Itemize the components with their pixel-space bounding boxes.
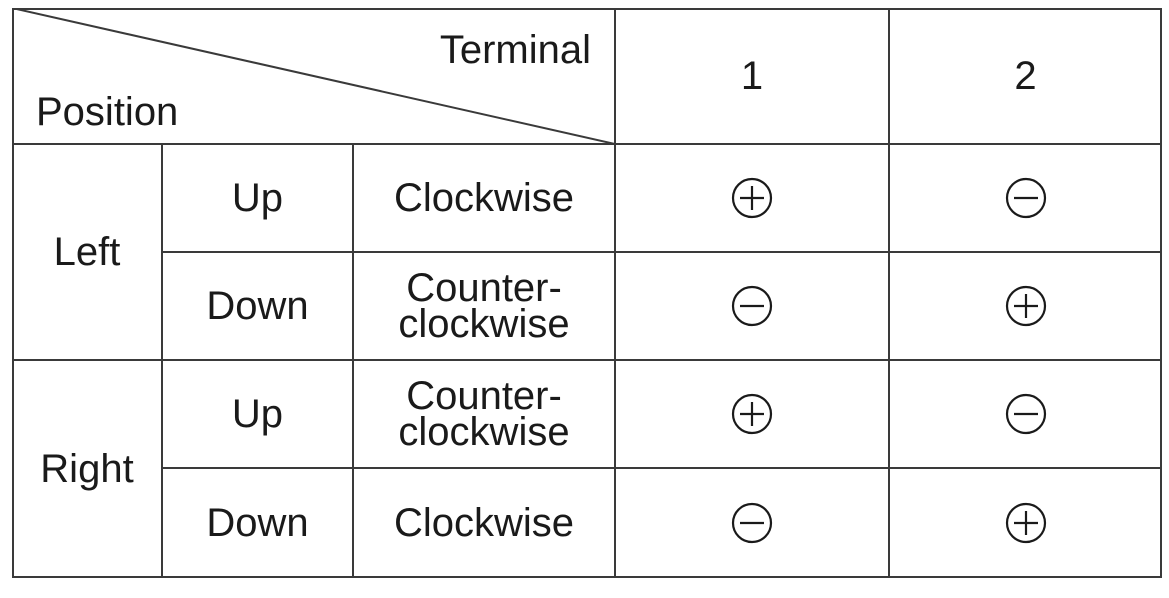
direction-cell: Down (206, 284, 309, 328)
plus-circle-icon (731, 393, 773, 435)
header-terminal-1: 1 (740, 54, 764, 98)
terminal-1-polarity (615, 252, 889, 360)
plus-circle-icon (731, 177, 773, 219)
header-terminal-label: Terminal (439, 28, 591, 72)
minus-circle-icon (731, 285, 773, 327)
terminal-1-polarity (615, 468, 889, 578)
rotation-line-2: clockwise (398, 302, 570, 346)
column-divider (888, 8, 890, 578)
row-divider (162, 467, 1162, 469)
border-right (1160, 8, 1162, 578)
rotation-cell: Counter- clockwise (353, 360, 615, 468)
border-left (12, 8, 14, 578)
terminal-1-polarity (615, 360, 889, 468)
minus-circle-icon (1005, 177, 1046, 219)
header-position-label: Position (36, 90, 179, 134)
group-label-left: Left (53, 230, 121, 274)
column-divider (161, 144, 163, 578)
terminal-2-polarity (889, 360, 1162, 468)
rotation-line-2: clockwise (398, 410, 570, 454)
group-divider (12, 359, 1162, 361)
group-label-right: Right (40, 447, 134, 491)
diagonal-divider (12, 8, 615, 144)
terminal-position-table: Terminal Position 1 2 Left Right Up Cloc… (12, 8, 1162, 578)
plus-circle-icon (1005, 285, 1046, 327)
rotation-line-1: Counter- (406, 374, 562, 418)
column-divider (352, 144, 354, 578)
minus-circle-icon (1005, 393, 1046, 435)
terminal-2-polarity (889, 144, 1162, 252)
rotation-line-1: Counter- (406, 266, 562, 310)
plus-circle-icon (1005, 502, 1046, 544)
border-bottom (12, 576, 1162, 578)
column-divider (614, 8, 616, 578)
terminal-1-polarity (615, 144, 889, 252)
rotation-cell: Clockwise (393, 501, 575, 545)
row-divider (162, 251, 1162, 253)
header-terminal-2: 2 (1014, 54, 1037, 98)
terminal-2-polarity (889, 468, 1162, 578)
rotation-cell: Counter- clockwise (353, 252, 615, 360)
border-top (12, 8, 1162, 10)
terminal-2-polarity (889, 252, 1162, 360)
direction-cell: Up (231, 392, 284, 436)
direction-cell: Up (231, 176, 284, 220)
rotation-cell: Clockwise (393, 176, 575, 220)
header-divider (12, 143, 1162, 145)
minus-circle-icon (731, 502, 773, 544)
direction-cell: Down (206, 501, 309, 545)
header-corner-cell: Terminal Position (12, 8, 615, 144)
